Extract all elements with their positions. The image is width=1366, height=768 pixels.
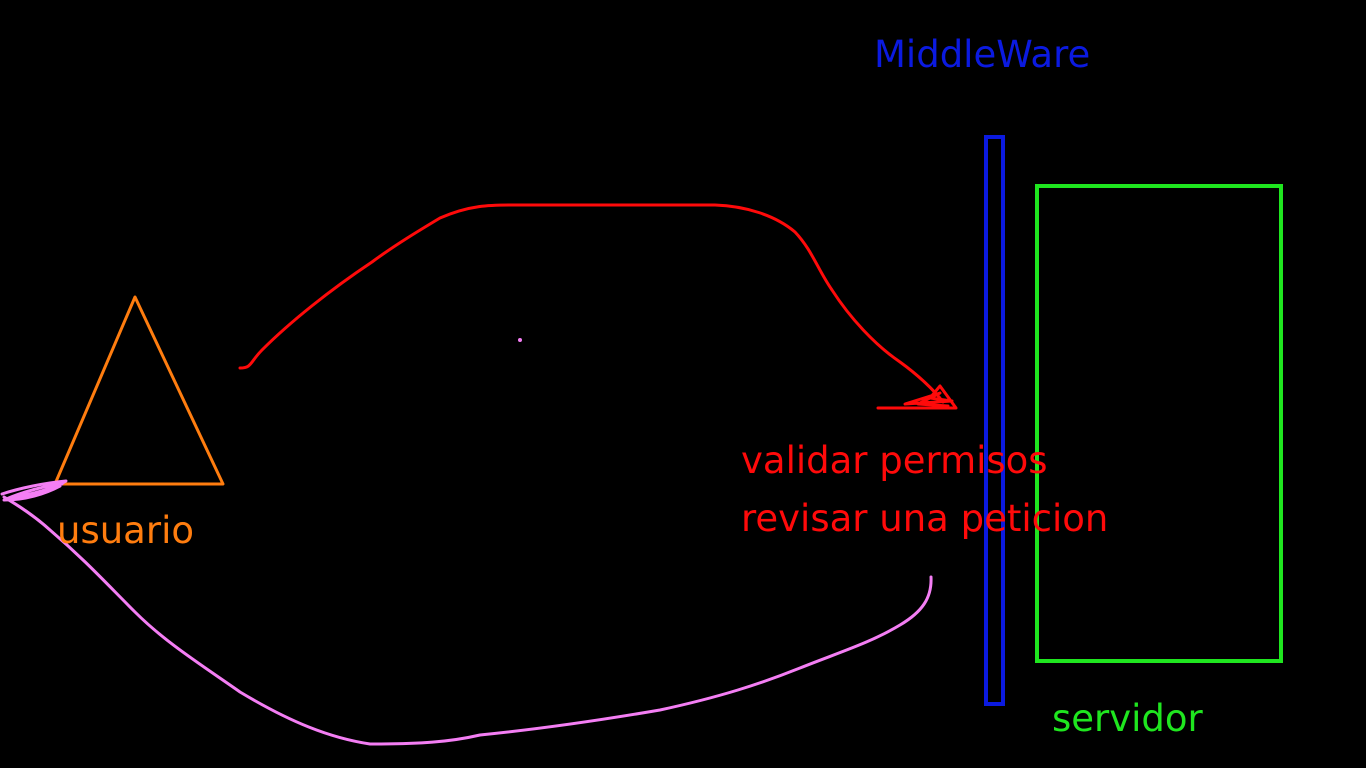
user-triangle [53, 295, 225, 486]
server-box [1035, 184, 1283, 663]
note-line-1: validar permisos [741, 439, 1048, 482]
note-line-2: revisar una peticion [741, 497, 1109, 540]
stray-dot [518, 338, 522, 342]
response-arrow [2, 495, 933, 746]
user-label: usuario [57, 509, 194, 552]
middleware-bar [984, 135, 1005, 706]
response-arrowhead [0, 479, 68, 502]
request-arrowhead [876, 384, 958, 410]
server-label: servidor [1052, 697, 1203, 740]
middleware-label: MiddleWare [874, 33, 1091, 76]
request-arrow [238, 203, 945, 404]
